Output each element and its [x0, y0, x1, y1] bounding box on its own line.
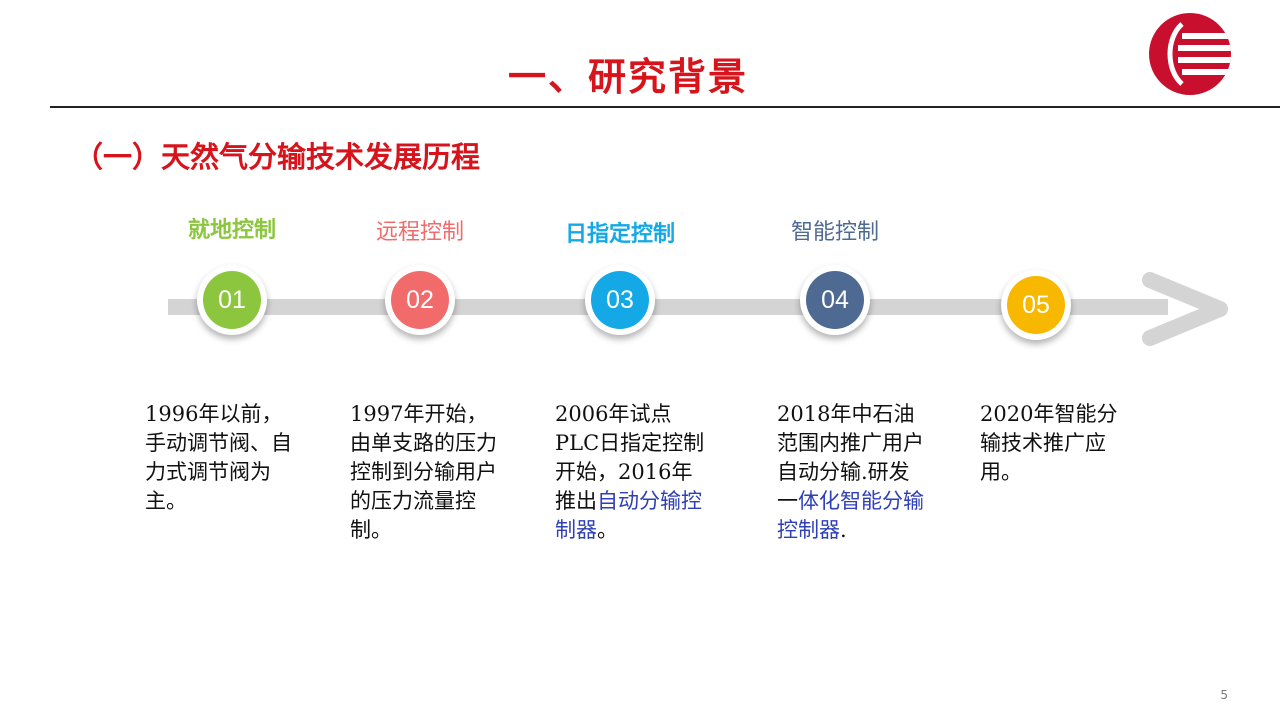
stage-number: 01 [203, 271, 261, 329]
stage-description-03: 2006年试点PLC日指定控制开始，2016年推出自动分输控制器。 [555, 400, 705, 545]
description-text: 2018年中石油范围内推广用户自动分输.研发一 [777, 402, 924, 513]
stage-number: 03 [591, 271, 649, 329]
page-title: 一、研究背景 [507, 55, 748, 99]
arrow-right-icon [1142, 272, 1228, 346]
title-divider [50, 106, 1280, 108]
description-text: 1996年以前，手动调节阀、自力式调节阀为主。 [145, 402, 292, 513]
description-text: 2006年试点PLC日指定控制开始，2016年推出 [555, 402, 705, 513]
stage-description-04: 2018年中石油范围内推广用户自动分输.研发一体化智能分输控制器. [777, 400, 927, 545]
stage-label-01: 就地控制 [187, 218, 277, 243]
description-text: 。 [597, 518, 618, 542]
stage-description-01: 1996年以前，手动调节阀、自力式调节阀为主。 [145, 400, 295, 516]
section-subtitle: （一）天然气分输技术发展历程 [74, 140, 481, 174]
stage-node-05: 05 [1001, 270, 1071, 340]
company-logo-icon [1149, 13, 1231, 95]
stage-number: 02 [391, 271, 449, 329]
stage-number: 04 [806, 271, 864, 329]
stage-description-05: 2020年智能分输技术推广应用。 [980, 400, 1130, 487]
description-text: 1997年开始，由单支路的压力控制到分输用户的压力流量控制。 [350, 402, 497, 542]
description-text: . [840, 518, 847, 542]
stage-label-04: 智能控制 [790, 220, 880, 245]
highlight-text: 自动分输控制器 [555, 489, 702, 542]
stage-node-03: 03 [585, 265, 655, 335]
stage-label-02: 远程控制 [375, 220, 465, 245]
stage-label-03: 日指定控制 [564, 222, 676, 247]
stage-node-01: 01 [197, 265, 267, 335]
stage-number: 05 [1007, 276, 1065, 334]
stage-node-04: 04 [800, 265, 870, 335]
description-text: 2020年智能分输技术推广应用。 [980, 402, 1118, 484]
stage-description-02: 1997年开始，由单支路的压力控制到分输用户的压力流量控制。 [350, 400, 500, 545]
highlight-text: 体化智能分输控制器 [777, 489, 924, 542]
page-number: 5 [1220, 688, 1228, 702]
stage-node-02: 02 [385, 265, 455, 335]
